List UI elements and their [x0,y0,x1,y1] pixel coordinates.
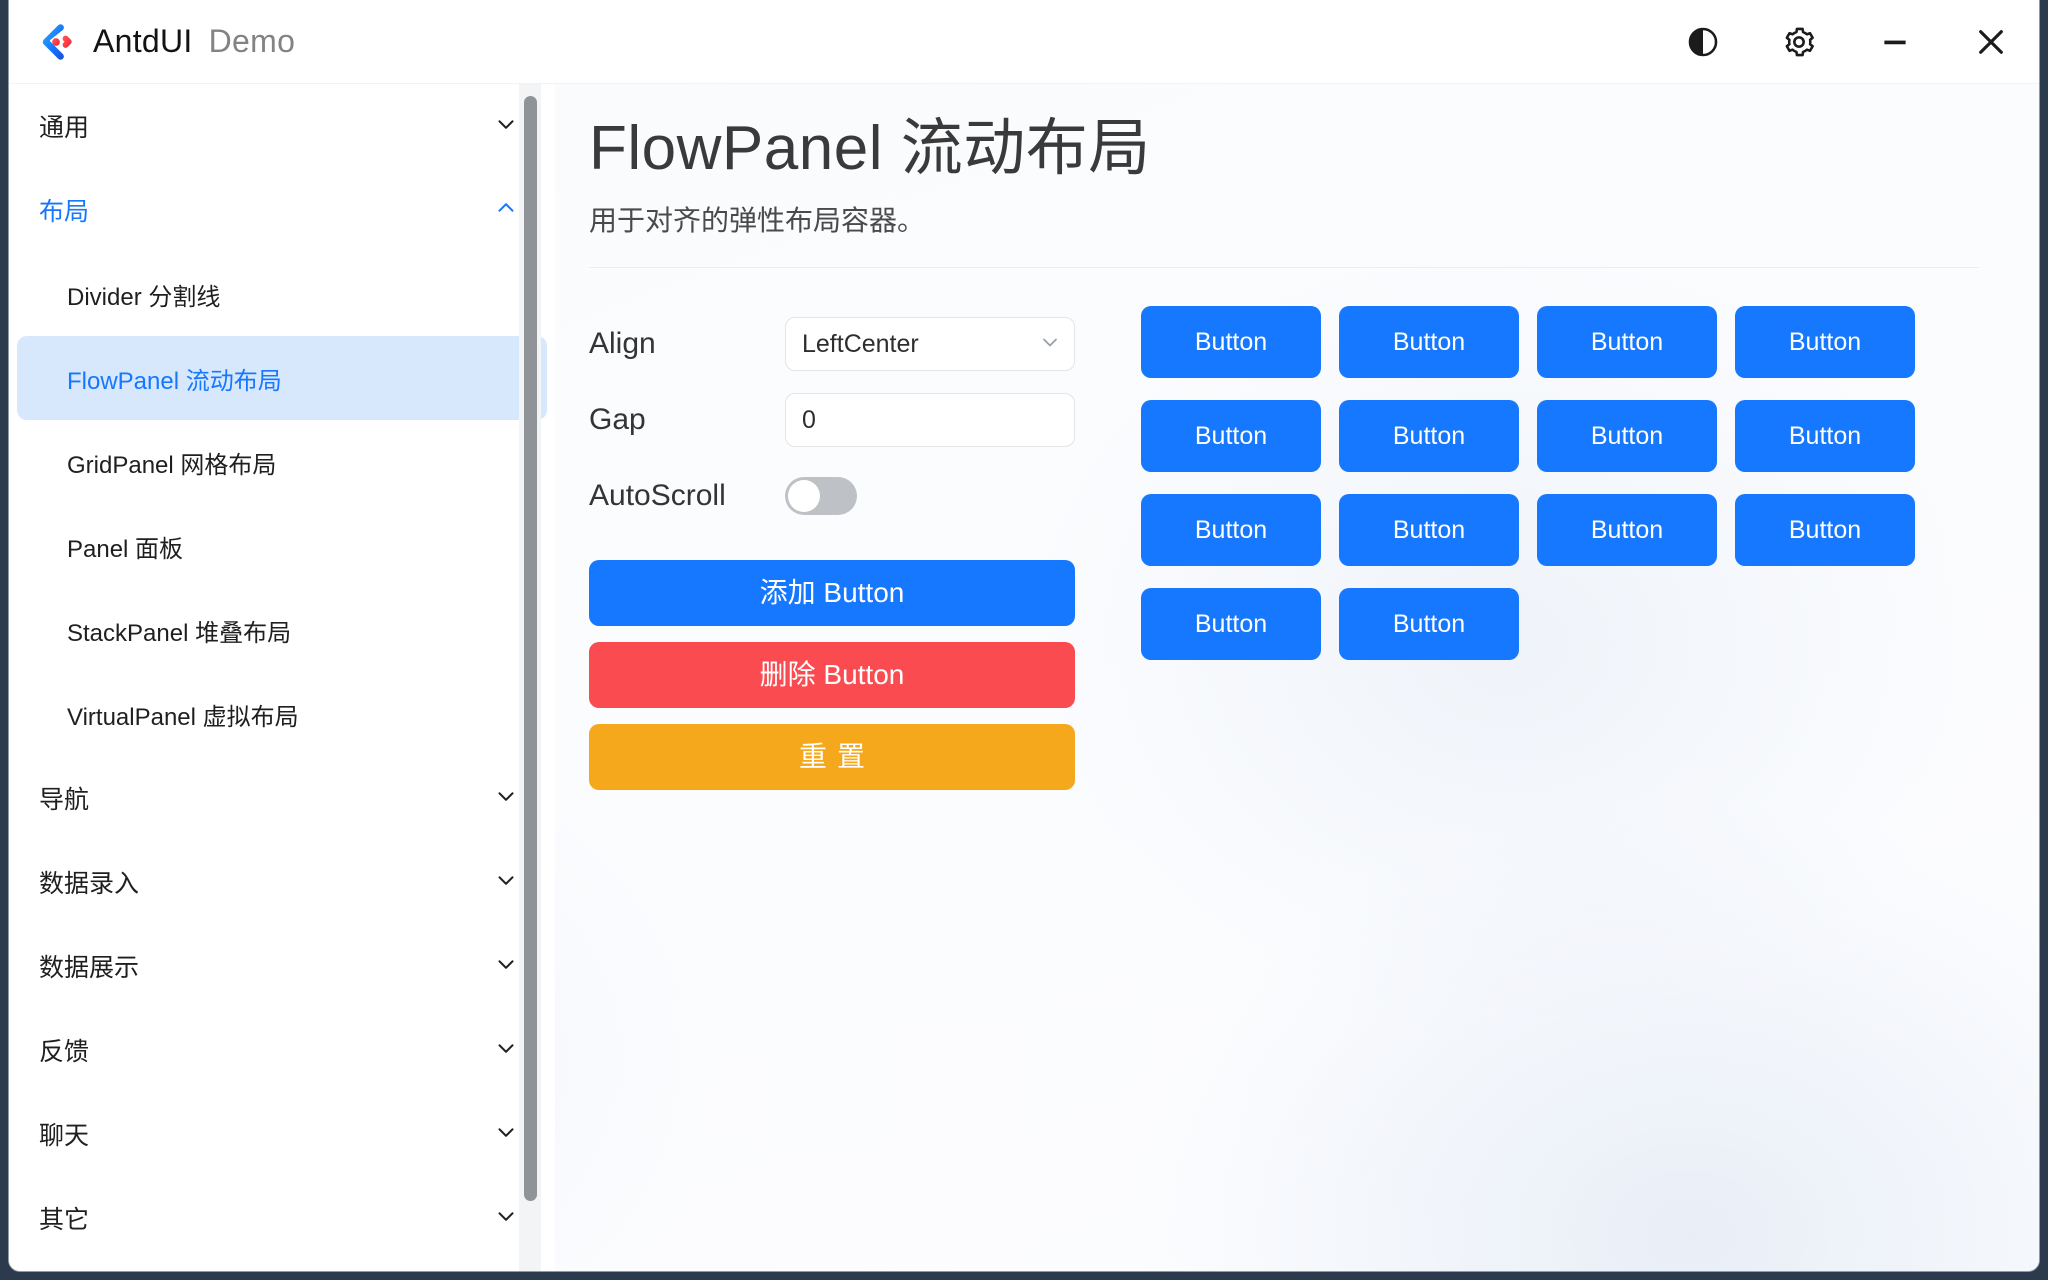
close-button[interactable] [1943,0,2039,83]
half-circle-contrast-icon [1686,25,1720,59]
flow-panel-button[interactable]: Button [1141,306,1321,379]
page-title: FlowPanel 流动布局 [589,114,1151,183]
flow-panel-button[interactable]: Button [1537,400,1717,473]
sidebar-group-label: 导航 [39,786,90,814]
sidebar-group-label: 数据展示 [39,954,140,982]
window-controls [1655,0,2039,83]
sidebar-item-GridPanel-网格布局[interactable]: GridPanel 网格布局 [17,420,547,504]
sidebar-group-反馈[interactable]: 反馈 [9,1008,555,1092]
sidebar-group-label: 其它 [39,1206,90,1234]
flow-panel-button[interactable]: Button [1735,306,1915,379]
align-select[interactable]: LeftCenter [785,317,1075,372]
content-row: Align LeftCenter Gap [589,306,1979,791]
flow-panel-button[interactable]: Button [1735,494,1915,567]
chevron-down-icon [493,1119,519,1150]
header-divider [589,267,1979,269]
sidebar-item-FlowPanel-流动布局[interactable]: FlowPanel 流动布局 [17,336,547,420]
settings-button[interactable] [1751,0,1847,83]
delete-button-action[interactable]: 删除 Button [589,642,1075,709]
sidebar-scrollbar-track[interactable] [519,84,541,1271]
sidebar-item-label: GridPanel 网格布局 [67,451,277,479]
sidebar-item-StackPanel-堆叠布局[interactable]: StackPanel 堆叠布局 [17,588,547,672]
chevron-down-icon [493,951,519,982]
page-description: 用于对齐的弹性布局容器。 [589,205,926,237]
action-button-group: 添加 Button 删除 Button 重置 [589,560,1081,791]
sidebar-group-label: 反馈 [39,1038,90,1066]
brand-area: AntdUI Demo [9,21,295,63]
title-bar[interactable]: AntdUI Demo [9,0,2039,84]
sidebar-item-label: StackPanel 堆叠布局 [67,619,292,647]
flow-panel-button[interactable]: Button [1339,306,1519,379]
autoscroll-row: AutoScroll [589,458,1081,534]
toggle-knob [788,480,820,513]
chevron-down-icon [493,111,519,142]
sidebar-item-Divider-分割线[interactable]: Divider 分割线 [17,252,547,336]
sidebar-group-导航[interactable]: 导航 [9,756,555,840]
sidebar-group-数据录入[interactable]: 数据录入 [9,840,555,924]
sidebar-group-聊天[interactable]: 聊天 [9,1092,555,1176]
flow-panel-button[interactable]: Button [1537,306,1717,379]
gap-input-value: 0 [802,405,816,434]
app-name: AntdUI [93,23,193,59]
application-window: AntdUI Demo [8,0,2040,1272]
flow-panel-button[interactable]: Button [1141,588,1321,661]
add-button-action[interactable]: 添加 Button [589,560,1075,627]
demo-controls-panel: Align LeftCenter Gap [589,306,1081,791]
flow-panel-button[interactable]: Button [1537,494,1717,567]
sidebar-group-label: 聊天 [39,1122,90,1150]
sidebar-group-label: 布局 [39,198,90,226]
align-row: Align LeftCenter [589,306,1081,382]
sidebar-group-label: 通用 [39,114,90,142]
flow-panel-button[interactable]: Button [1339,588,1519,661]
sidebar-group-其它[interactable]: 其它 [9,1176,555,1260]
chevron-down-icon [493,867,519,898]
sidebar-item-label: FlowPanel 流动布局 [67,367,282,395]
sidebar-group-label: 数据录入 [39,870,140,898]
minimize-button[interactable] [1847,0,1943,83]
autoscroll-label: AutoScroll [589,479,726,513]
sidebar-scrollbar-thumb[interactable] [524,96,537,1201]
app-name-suffix: Demo [208,23,296,59]
flow-panel-button[interactable]: Button [1339,494,1519,567]
sidebar-group-数据展示[interactable]: 数据展示 [9,924,555,1008]
chevron-up-icon [493,195,519,226]
sidebar-item-label: VirtualPanel 虚拟布局 [67,703,299,731]
minimize-icon [1878,25,1912,59]
align-select-value: LeftCenter [802,329,919,358]
antdui-diamond-logo-icon [35,21,77,63]
sidebar-group-通用[interactable]: 通用 [9,84,555,168]
chevron-down-icon [493,1203,519,1234]
autoscroll-toggle[interactable] [785,477,857,516]
main-content: FlowPanel 流动布局 用于对齐的弹性布局容器。 Align LeftCe… [555,84,2039,1271]
align-label: Align [589,327,656,361]
sidebar-group-布局[interactable]: 布局 [9,168,555,252]
gap-row: Gap 0 [589,382,1081,458]
sidebar-navigation: 通用布局 Divider 分割线 FlowPanel 流动布局 GridPanel 网… [9,84,555,1271]
sidebar-item-VirtualPanel-虚拟布局[interactable]: VirtualPanel 虚拟布局 [17,672,547,756]
chevron-down-icon [493,783,519,814]
chevron-down-icon [493,1035,519,1066]
theme-toggle-button[interactable] [1655,0,1751,83]
reset-action[interactable]: 重置 [589,724,1075,791]
close-icon [1972,23,2010,61]
sidebar-item-list: 通用布局 Divider 分割线 FlowPanel 流动布局 GridPanel 网… [9,84,555,1260]
window-body: 通用布局 Divider 分割线 FlowPanel 流动布局 GridPanel 网… [9,84,2039,1271]
flow-panel-button[interactable]: Button [1141,400,1321,473]
flow-panel-button[interactable]: Button [1339,400,1519,473]
gap-input[interactable]: 0 [785,393,1075,448]
flow-panel-button[interactable]: Button [1141,494,1321,567]
gear-icon [1781,24,1817,60]
chevron-down-icon [1038,330,1062,359]
sidebar-item-Panel-面板[interactable]: Panel 面板 [17,504,547,588]
sidebar-item-label: Divider 分割线 [67,283,221,311]
flow-panel-button[interactable]: Button [1735,400,1915,473]
gap-label: Gap [589,403,646,437]
sidebar-item-label: Panel 面板 [67,535,184,563]
